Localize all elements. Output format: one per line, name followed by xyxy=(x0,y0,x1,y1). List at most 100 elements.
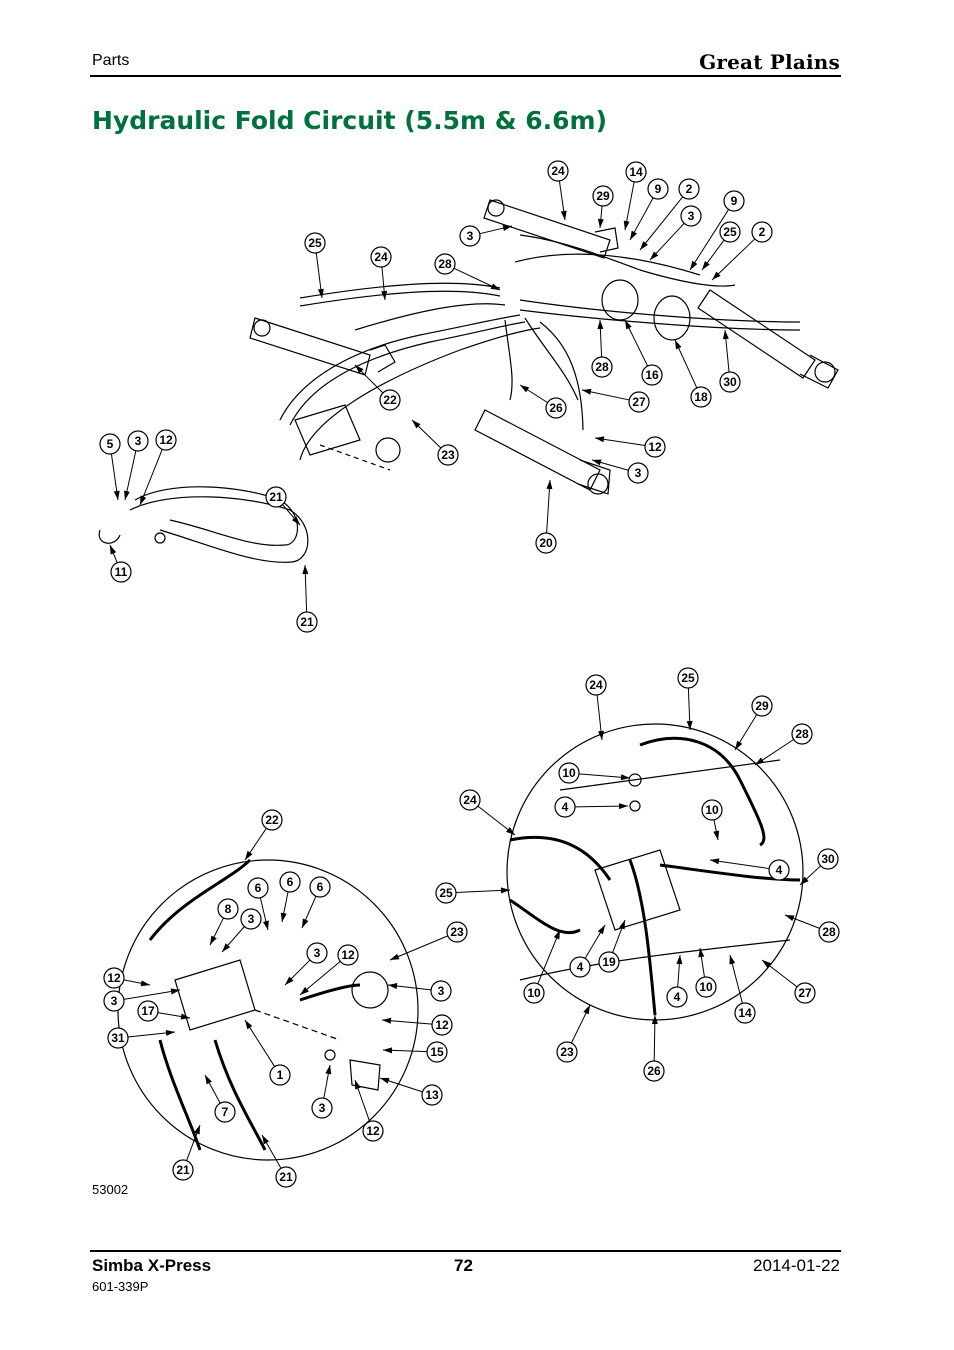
callout-12: 12 xyxy=(299,944,359,996)
callout-28: 28 xyxy=(784,914,840,943)
callout-10: 10 xyxy=(695,947,717,998)
cylinder-top xyxy=(483,199,619,259)
callout-25: 25 xyxy=(304,232,326,299)
callout-14: 14 xyxy=(729,954,756,1024)
callout-label: 21 xyxy=(176,1163,190,1177)
callout-6: 6 xyxy=(279,871,301,923)
callout-14: 14 xyxy=(623,161,647,231)
callout-label: 3 xyxy=(248,912,255,926)
callout-25: 25 xyxy=(677,667,699,731)
callout-label: 12 xyxy=(159,433,173,447)
callout-label: 4 xyxy=(674,990,681,1004)
callout-8: 8 xyxy=(209,898,239,946)
callout-label: 4 xyxy=(577,960,584,974)
callout-label: 2 xyxy=(686,182,693,196)
callout-label: 28 xyxy=(438,257,452,271)
callout-31: 31 xyxy=(107,1027,176,1049)
callout-label: 5 xyxy=(107,437,114,451)
callout-label: 13 xyxy=(425,1088,439,1102)
callout-5: 5 xyxy=(99,433,121,501)
callout-label: 24 xyxy=(374,250,388,264)
callout-25: 25 xyxy=(435,882,511,904)
callout-3: 3 xyxy=(459,225,513,247)
callout-label: 27 xyxy=(798,986,812,1000)
callout-label: 14 xyxy=(738,1006,752,1020)
callout-label: 9 xyxy=(655,182,662,196)
callout-6: 6 xyxy=(247,877,269,931)
callout-17: 17 xyxy=(137,1000,191,1022)
callout-24: 24 xyxy=(585,674,607,741)
callout-label: 6 xyxy=(317,880,324,894)
callout-label: 10 xyxy=(562,766,576,780)
callout-label: 18 xyxy=(694,390,708,404)
callout-label: 23 xyxy=(560,1045,574,1059)
callout-label: 21 xyxy=(269,490,283,504)
cylinder-right xyxy=(697,289,839,389)
callout-label: 28 xyxy=(822,925,836,939)
callout-label: 26 xyxy=(647,1064,661,1078)
callout-4: 4 xyxy=(569,924,606,978)
page-title: Hydraulic Fold Circuit (5.5m & 6.6m) xyxy=(92,106,608,135)
callout-22: 22 xyxy=(244,809,283,861)
callout-21: 21 xyxy=(265,486,301,526)
callout-label: 25 xyxy=(681,671,695,685)
brand-logo: Great Plains xyxy=(699,50,840,74)
callout-10: 10 xyxy=(523,929,561,1004)
callout-label: 12 xyxy=(648,440,662,454)
detail-circle-left xyxy=(117,859,419,1161)
callout-label: 29 xyxy=(755,699,769,713)
callout-label: 3 xyxy=(438,984,445,998)
callout-3: 3 xyxy=(103,988,181,1012)
callout-label: 8 xyxy=(225,902,232,916)
callout-label: 9 xyxy=(731,194,738,208)
callout-label: 3 xyxy=(135,434,142,448)
callout-label: 29 xyxy=(596,189,610,203)
callout-28: 28 xyxy=(591,319,613,378)
callout-label: 6 xyxy=(287,875,294,889)
callout-label: 12 xyxy=(341,948,355,962)
callout-label: 21 xyxy=(300,615,314,629)
callout-label: 3 xyxy=(111,994,118,1008)
accumulators xyxy=(601,279,691,341)
callout-25: 25 xyxy=(701,221,741,271)
callout-16: 16 xyxy=(624,319,663,386)
callout-label: 30 xyxy=(723,375,737,389)
callout-10: 10 xyxy=(701,799,723,841)
callout-3: 3 xyxy=(591,459,649,484)
callout-label: 14 xyxy=(629,165,643,179)
footer-page-number: 72 xyxy=(454,1256,473,1275)
callout-label: 31 xyxy=(111,1031,125,1045)
header-rule xyxy=(90,75,841,77)
callout-30: 30 xyxy=(719,329,741,393)
footer-date: 2014-01-22 xyxy=(753,1256,840,1275)
callout-label: 23 xyxy=(450,925,464,939)
callout-2: 2 xyxy=(639,178,700,251)
callout-2: 2 xyxy=(711,221,773,281)
callout-30: 30 xyxy=(799,848,839,886)
callout-label: 24 xyxy=(589,678,603,692)
callout-23: 23 xyxy=(411,419,459,466)
callout-28: 28 xyxy=(754,723,813,766)
callout-26: 26 xyxy=(643,1014,665,1082)
callout-label: 26 xyxy=(549,401,563,415)
callout-13: 13 xyxy=(379,1077,443,1106)
callout-1: 1 xyxy=(244,1019,291,1086)
callout-9: 9 xyxy=(629,178,669,241)
callout-label: 30 xyxy=(821,852,835,866)
callout-label: 3 xyxy=(635,466,642,480)
callout-label: 28 xyxy=(795,727,809,741)
callout-3: 3 xyxy=(649,205,702,261)
callout-26: 26 xyxy=(519,384,567,419)
callout-label: 25 xyxy=(723,225,737,239)
callout-15: 15 xyxy=(382,1041,448,1063)
header-section: Parts xyxy=(92,52,130,69)
callout-label: 7 xyxy=(222,1105,229,1119)
callout-7: 7 xyxy=(204,1074,236,1123)
callout-label: 3 xyxy=(314,946,321,960)
callout-label: 28 xyxy=(595,360,609,374)
cylinder-bottom xyxy=(474,409,611,495)
callout-19: 19 xyxy=(598,919,626,973)
callout-label: 27 xyxy=(632,395,646,409)
footer-part-number: 601-339P xyxy=(92,1279,149,1294)
